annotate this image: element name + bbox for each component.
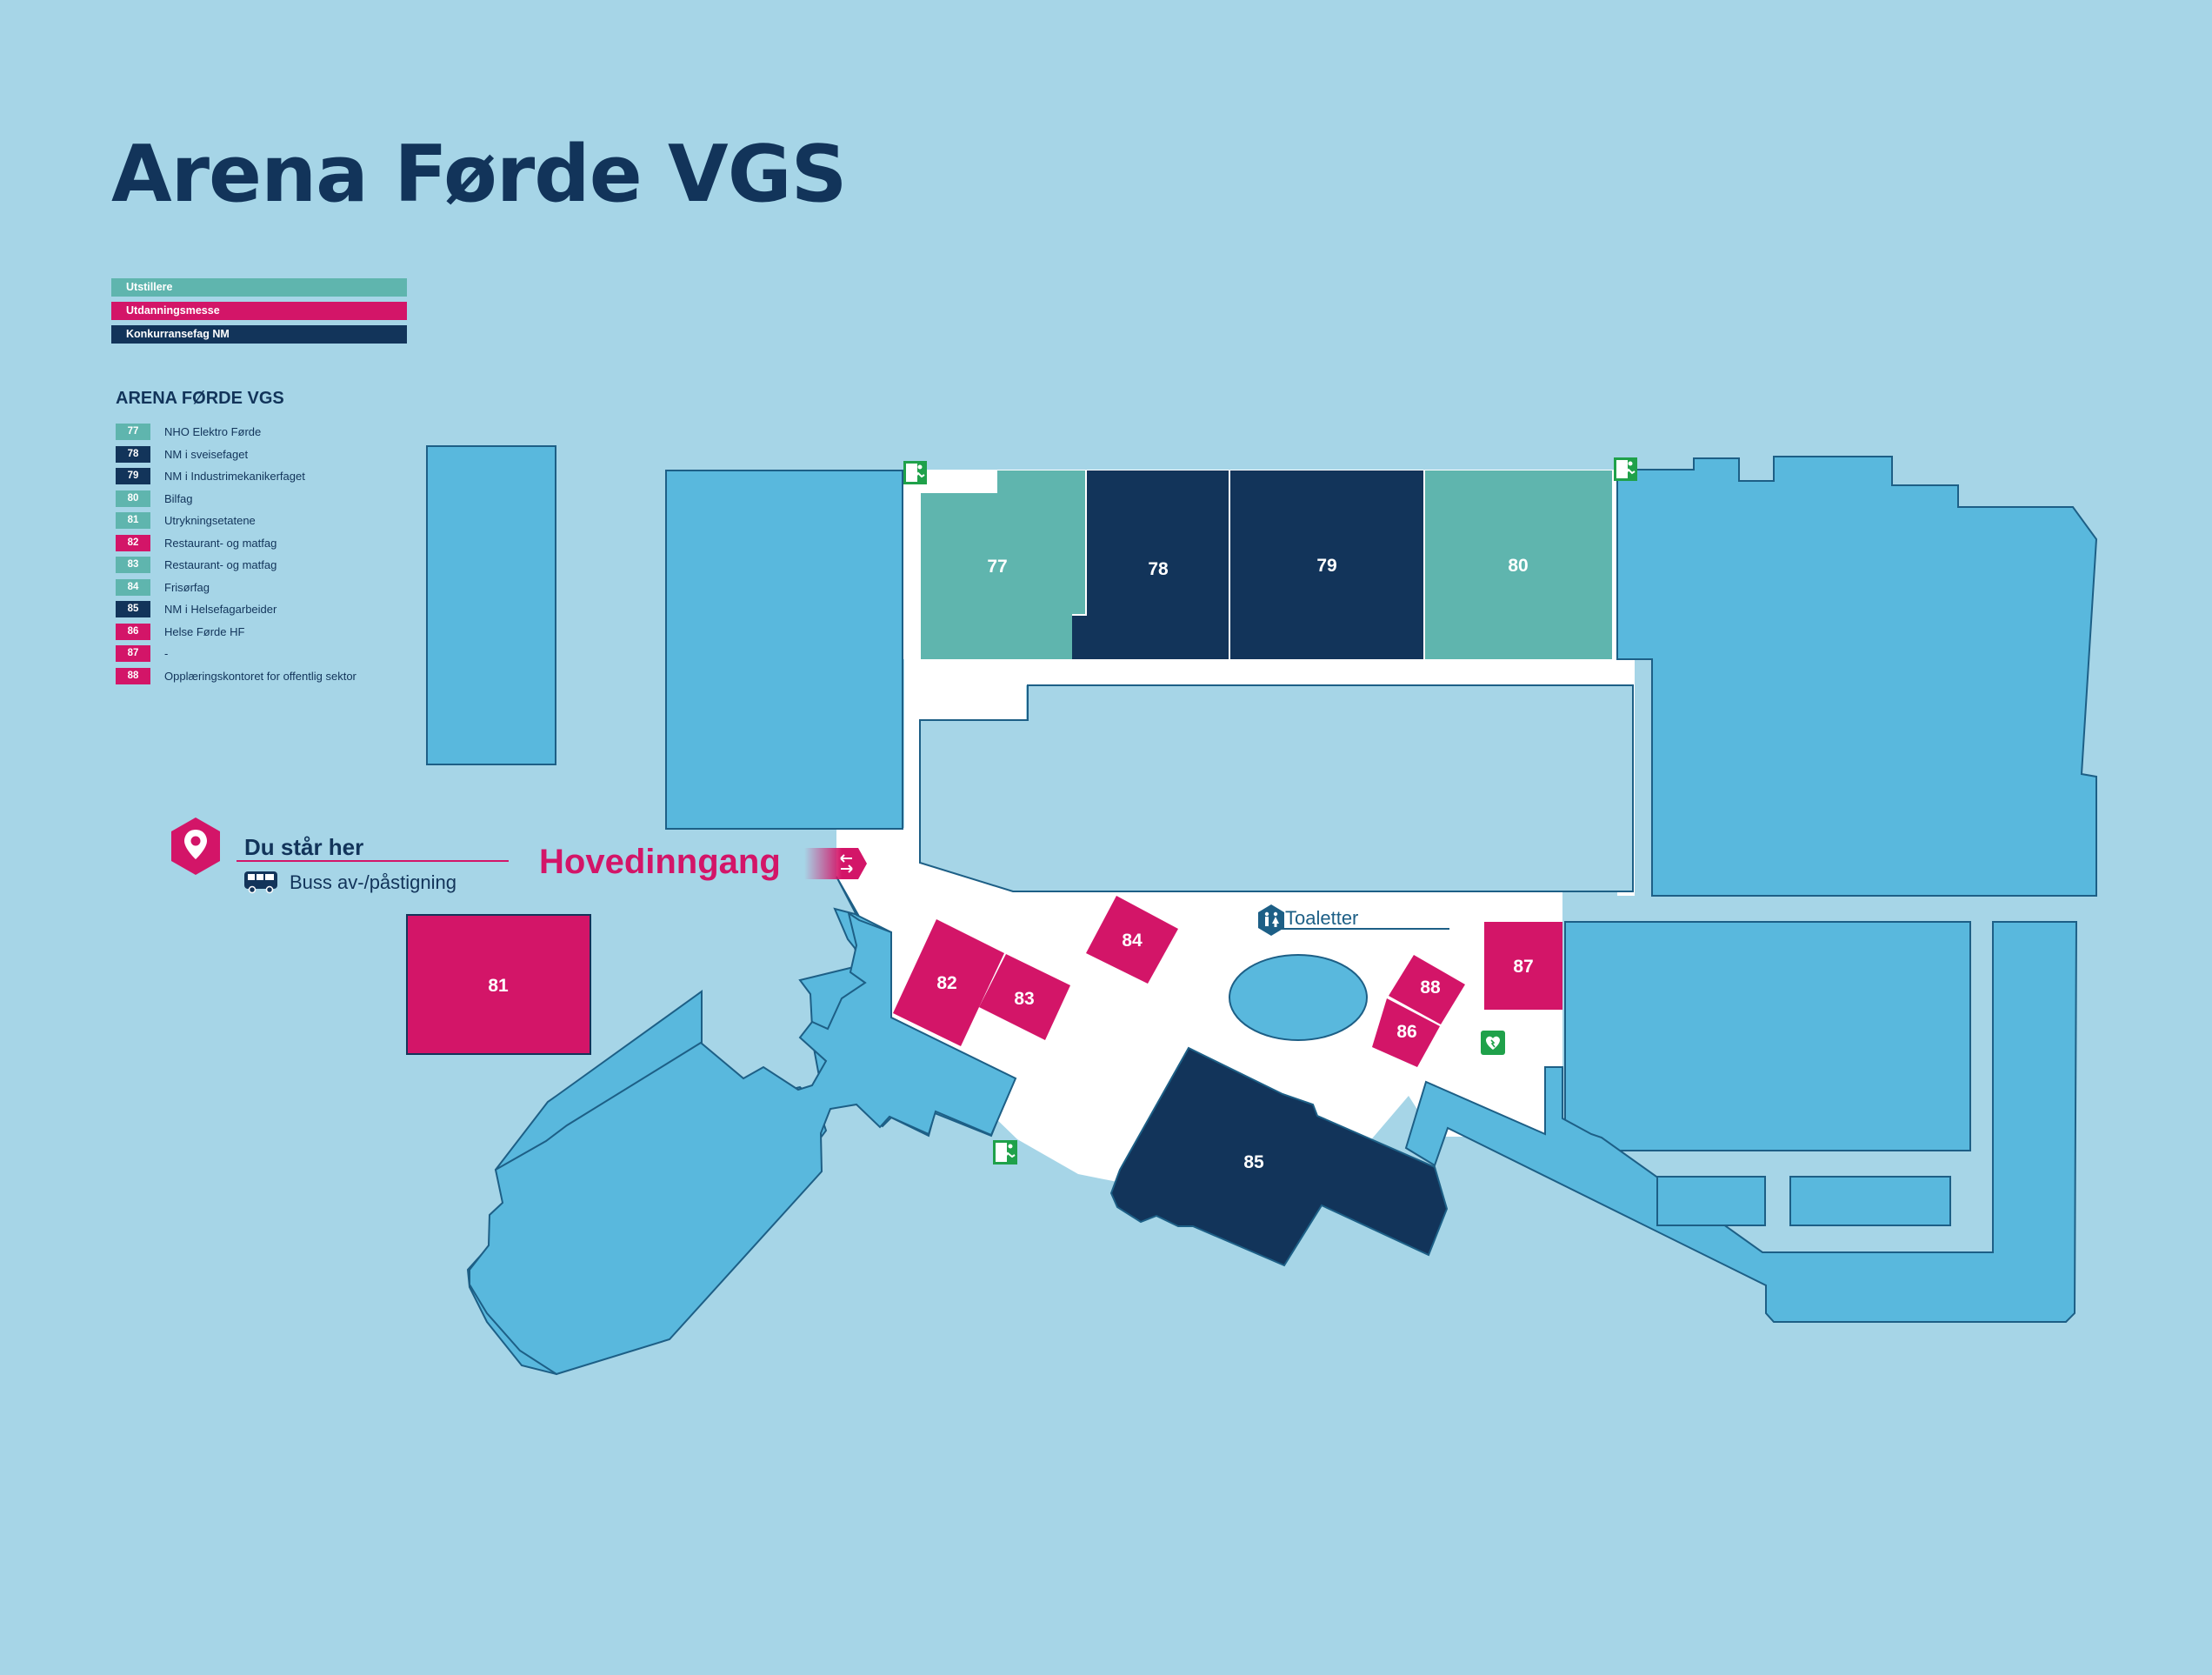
category-utdanningsmesse: Utdanningsmesse	[111, 302, 407, 320]
emergency-exit-icon	[1614, 457, 1637, 481]
legend-label: Frisørfag	[164, 581, 210, 594]
stand-81-label: 81	[488, 976, 509, 996]
stand-79-label: 79	[1316, 556, 1336, 576]
legend-label: -	[164, 647, 169, 660]
atrium	[1229, 954, 1368, 1041]
stand-80-label: 80	[1508, 556, 1528, 576]
legend-number: 87	[116, 645, 150, 662]
map-title: Arena Førde VGS	[111, 129, 847, 220]
bus-icon	[244, 871, 277, 894]
stand-88-label: 88	[1420, 978, 1441, 998]
courtyard	[919, 684, 1634, 892]
legend-number: 85	[116, 601, 150, 617]
building-block	[1789, 1176, 1951, 1226]
stand-86	[1372, 998, 1440, 1067]
legend-number: 78	[116, 446, 150, 463]
corridor-floor	[904, 464, 920, 828]
legend-label: Utrykningsetatene	[164, 514, 256, 527]
bus-stop-label: Buss av-/påstigning	[290, 871, 456, 893]
legend-label: NM i Industrimekanikerfaget	[164, 470, 305, 483]
building-block	[1656, 1176, 1766, 1226]
legend-number: 86	[116, 624, 150, 640]
legend-number: 82	[116, 535, 150, 551]
stand-78	[1072, 470, 1229, 659]
legend-number: 84	[116, 579, 150, 596]
stand-77-label: 77	[987, 557, 1007, 577]
stand-81	[406, 914, 591, 1055]
entrance-arrows-icon	[804, 848, 867, 879]
category-utstillere: Utstillere	[111, 278, 407, 297]
you-are-here-label: Du står her	[244, 834, 363, 860]
stand-80	[1425, 470, 1612, 659]
stand-85	[1109, 1046, 1449, 1267]
legend-label: Bilfag	[164, 492, 193, 505]
stand-84	[1086, 896, 1178, 984]
legend-number: 83	[116, 557, 150, 573]
stand-82	[893, 919, 1004, 1046]
legend-label: Restaurant- og matfag	[164, 537, 277, 550]
building-block	[426, 445, 556, 765]
stand-85-label: 85	[1243, 1152, 1264, 1172]
building-block	[1404, 921, 2078, 1323]
stand-87-label: 87	[1513, 957, 1533, 977]
legend-number: 79	[116, 468, 150, 484]
stand-82-label: 82	[936, 973, 956, 993]
location-pin-icon	[171, 817, 220, 875]
legend-label: Helse Førde HF	[164, 625, 245, 638]
main-entrance-label: Hovedinngang	[539, 843, 781, 881]
legend-number: 88	[116, 668, 150, 684]
legend-heading: ARENA FØRDE VGS	[116, 389, 284, 408]
stand-88	[1389, 955, 1465, 1024]
legend-number: 81	[116, 512, 150, 529]
legend-label: Opplæringskontoret for offentlig sektor	[164, 670, 356, 683]
legend-number: 80	[116, 490, 150, 507]
category-konkurransefag-nm: Konkurransefag NM	[111, 325, 407, 344]
emergency-exit-icon	[993, 1140, 1017, 1164]
stand-83-label: 83	[1014, 989, 1034, 1009]
corridor-floor	[836, 470, 1635, 1244]
building-block	[1616, 456, 2098, 897]
emergency-exit-icon	[903, 461, 927, 484]
stand-78-label: 78	[1148, 559, 1169, 579]
heart-defibrillator-icon	[1481, 1031, 1505, 1055]
toilets-label: Toaletter	[1285, 907, 1358, 929]
stand-83	[979, 954, 1070, 1040]
stand-86-label: 86	[1396, 1022, 1416, 1042]
legend-label: Restaurant- og matfag	[164, 558, 277, 571]
stand-87	[1484, 922, 1562, 1010]
stand-84-label: 84	[1122, 931, 1143, 951]
building-block	[665, 470, 903, 830]
corridor-floor	[836, 828, 1562, 932]
legend-label: NM i sveisefaget	[164, 448, 249, 461]
building-block	[1564, 921, 1971, 1151]
building-block	[469, 911, 1017, 1376]
legend-label: NM i Helsefagarbeider	[164, 603, 277, 616]
stand-77	[921, 470, 1085, 659]
legend-number: 77	[116, 424, 150, 440]
legend-label: NHO Elektro Førde	[164, 425, 262, 438]
corridor-floor	[920, 659, 1635, 722]
stand-79	[1230, 470, 1423, 659]
